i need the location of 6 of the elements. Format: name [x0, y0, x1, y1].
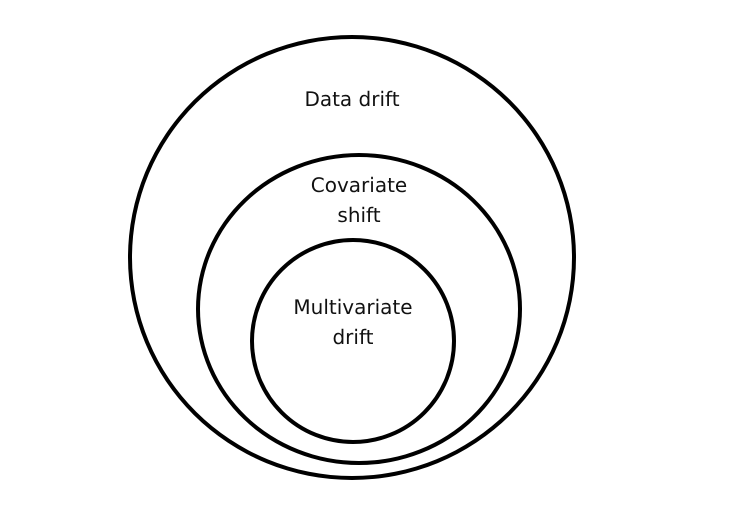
set-circle: [128, 35, 576, 480]
set-circle: [196, 153, 522, 465]
set-label: Covariate shift: [310, 172, 408, 229]
set-circle: [250, 238, 456, 444]
set-label: Multivariate drift: [292, 294, 414, 351]
set-label: Data drift: [303, 86, 401, 113]
